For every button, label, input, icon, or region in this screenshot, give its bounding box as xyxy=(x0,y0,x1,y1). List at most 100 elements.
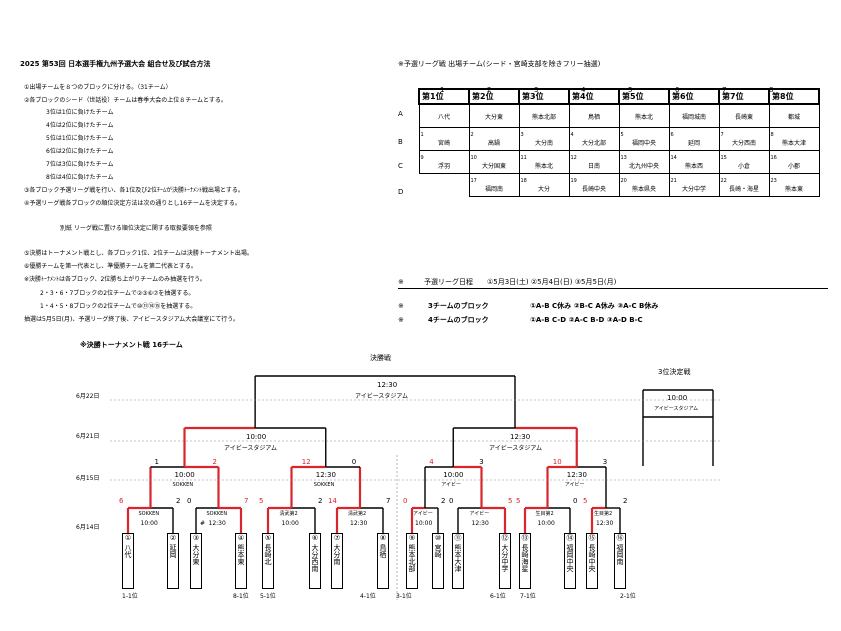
draw-number: 8 xyxy=(770,131,774,138)
team-name: 熊本大津 xyxy=(781,139,806,147)
team-name: 熊本東 xyxy=(237,544,245,565)
team-box: ① 八代 xyxy=(122,533,134,589)
team-cell: 21 大分中学 xyxy=(668,173,720,197)
team-number: ⑦ xyxy=(333,534,341,542)
draw-number: 23 xyxy=(770,177,777,184)
round1-score: 7 xyxy=(244,497,249,505)
round1-time: 12:30 xyxy=(350,520,368,527)
quarterfinal-score: 0 xyxy=(351,458,357,466)
schedule-underline xyxy=(398,288,828,289)
draw-number: 22 xyxy=(720,177,727,184)
team-cell: 大分東 xyxy=(468,103,520,128)
seed-label: 2-1位 xyxy=(620,593,636,600)
team-box: ⑯ 福岡南 xyxy=(614,533,626,589)
draw-number: 12 xyxy=(570,154,577,161)
round1-score: 7 xyxy=(386,497,391,505)
team-number: ⑥ xyxy=(311,534,319,542)
team-name: 大分西南 xyxy=(731,139,756,147)
team-name: 延岡 xyxy=(687,139,700,147)
team-name: 熊本大津 xyxy=(454,544,462,572)
four-team-label: 4チームのブロック xyxy=(428,316,489,324)
quarterfinal-score: 12 xyxy=(301,458,311,466)
date-0621: 6月21日 xyxy=(76,433,100,440)
quarterfinal-venue: アイビー xyxy=(441,482,462,488)
round1-score: 2 xyxy=(318,497,323,505)
team-name: 長崎中央 xyxy=(581,185,606,193)
four-team-order: ①A-B C-D ②A-C B-D ③A-D B-C xyxy=(530,316,643,324)
team-number: ⑨ xyxy=(408,534,416,542)
draw-number: 13 xyxy=(620,154,627,161)
team-number: ④ xyxy=(237,534,245,542)
quarterfinal-score: 4 xyxy=(429,458,434,466)
team-name: 熊本東 xyxy=(784,185,803,193)
seed-label: 8-1位 xyxy=(233,593,249,600)
final-label: 決勝戦 xyxy=(370,354,391,362)
quarterfinal-score: 1 xyxy=(154,458,159,466)
team-name: 大分西南 xyxy=(311,544,319,572)
round1-score: 0 xyxy=(403,497,408,505)
team-name: 大分東 xyxy=(192,544,200,565)
team-name: 高鍋 xyxy=(487,139,500,147)
team-name: 北九州中央 xyxy=(628,162,659,170)
rule-line: 5位は1位に負けたチーム xyxy=(46,135,114,142)
rank-head: 第3位 xyxy=(518,88,570,105)
seed-label: 3-1位 xyxy=(396,593,412,600)
team-name: 宮崎 xyxy=(437,139,450,147)
round1-venue: 生目第2 xyxy=(594,511,613,517)
team-name: 鳥栖 xyxy=(379,544,387,558)
round1-score: 5 xyxy=(583,497,588,505)
rule-line: ③各ブロック予選リーグ戦を行い、各1位及び2位ﾁｰﾑが決勝ﾄｰﾅﾒﾝﾄ戦出場とす… xyxy=(24,187,244,194)
team-name: 大分国東 xyxy=(481,162,506,170)
team-name: 大分南 xyxy=(534,139,553,147)
draw-number: 21 xyxy=(670,177,677,184)
rank-head: 第5位 xyxy=(618,88,670,105)
schedule-mark-1: ※ xyxy=(398,278,404,286)
team-cell: 8 熊本大津 xyxy=(768,127,820,151)
rule-line: 7位は3位に負けたチーム xyxy=(46,161,114,168)
team-name: 大分北部 xyxy=(581,139,606,147)
round1-score: 5 xyxy=(259,497,264,505)
team-box: ⑮ 長崎中央 xyxy=(586,533,598,589)
team-name: 福岡南 xyxy=(616,544,624,565)
rule-line: 2・3・6・7ブロックの2位チームで②③⑥⑦を抽選する。 xyxy=(40,290,195,297)
round1-venue: SOKKEN xyxy=(138,511,160,517)
row-label: A xyxy=(398,110,403,118)
team-number: ⑯ xyxy=(616,534,624,542)
team-name: 大分中学 xyxy=(681,185,706,193)
round1-time: 10:00 xyxy=(415,520,433,527)
team-name: 福岡南 xyxy=(484,185,503,193)
team-name: 八代 xyxy=(124,544,132,558)
draw-number: 16 xyxy=(770,154,777,161)
rule-line: ④予選リーグ戦各ブロックの順位決定方法は次の通りとし16チームを決定する。 xyxy=(24,200,241,207)
draw-number: 20 xyxy=(620,177,627,184)
round1-score: 2 xyxy=(441,497,446,505)
team-number: ① xyxy=(124,534,132,542)
team-cell: 鳥栖 xyxy=(568,103,620,128)
rank-head: 第4位 xyxy=(568,88,620,105)
team-name: 長崎中央 xyxy=(588,544,596,572)
semi-left-time: 10:00 xyxy=(246,433,267,441)
team-number: ⑮ xyxy=(588,534,596,542)
team-name: 福岡中央 xyxy=(566,544,574,572)
document-title: 2025 第53回 日本選手権九州予選大会 組合せ及び試合方法 xyxy=(20,60,211,68)
semi-right-time: 12:30 xyxy=(510,433,531,441)
round1-score: 2 xyxy=(623,497,628,505)
prelim-teams-table: 第1位第2位第3位第4位第5位第6位第7位第8位八代大分東熊本北部鳥栖熊本北福岡… xyxy=(418,88,820,197)
round1-score: 0 xyxy=(187,497,192,505)
round1-time: 12:30 xyxy=(596,520,614,527)
seed-label: 6-1位 xyxy=(490,593,506,600)
quarterfinal-time: 10:00 xyxy=(443,471,464,479)
quarterfinal-time: 12:30 xyxy=(566,471,587,479)
team-number: ⑤ xyxy=(264,534,272,542)
